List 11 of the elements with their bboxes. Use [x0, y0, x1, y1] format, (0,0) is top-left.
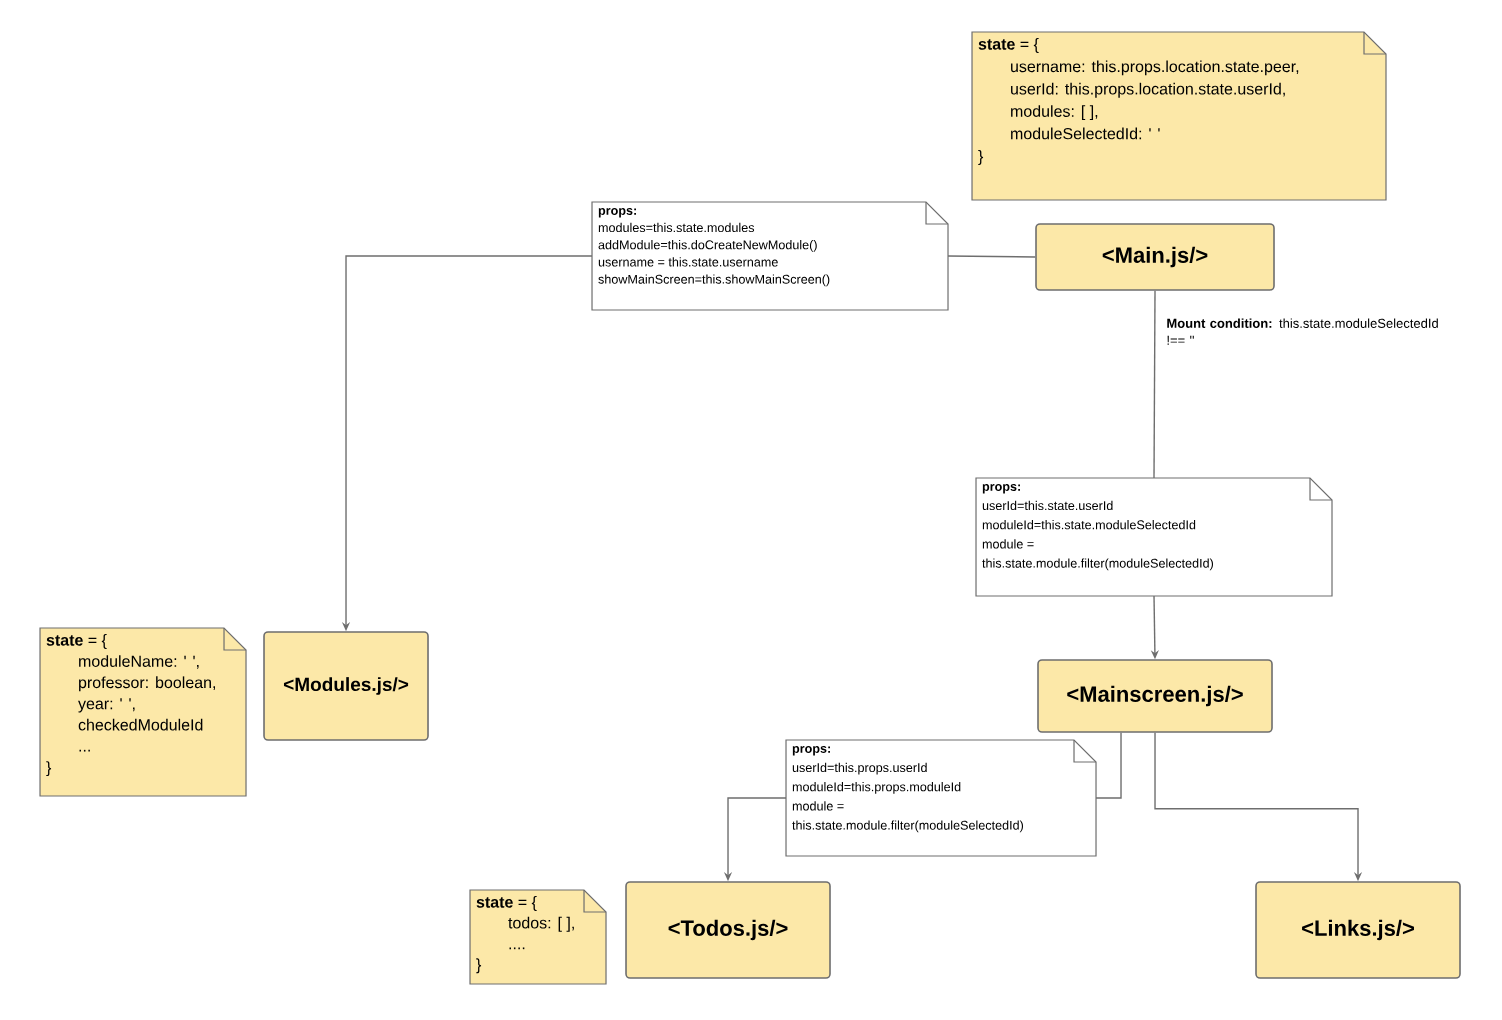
connector-line	[1095, 732, 1122, 799]
component-box: <Modules.js/>	[263, 631, 429, 741]
component-box: <Links.js/>	[1255, 881, 1461, 979]
note-box: state = { todos: [ ], .... }	[469, 889, 607, 985]
component-box: <Main.js/>	[1035, 223, 1275, 291]
note-box: state = { username: this.props.location.state.peer, userId: this.props.location.state.userId, modules: [ ], moduleSelectedId: ' ' }	[971, 31, 1387, 201]
note-box: state = { moduleName: ' ', professor: boolean, year: ' ', checkedModuleId ... }	[39, 627, 247, 797]
component-box: <Todos.js/>	[625, 881, 831, 979]
component-box: <Mainscreen.js/>	[1037, 659, 1273, 733]
connector-line	[947, 255, 1036, 258]
connector-line	[1153, 290, 1156, 479]
